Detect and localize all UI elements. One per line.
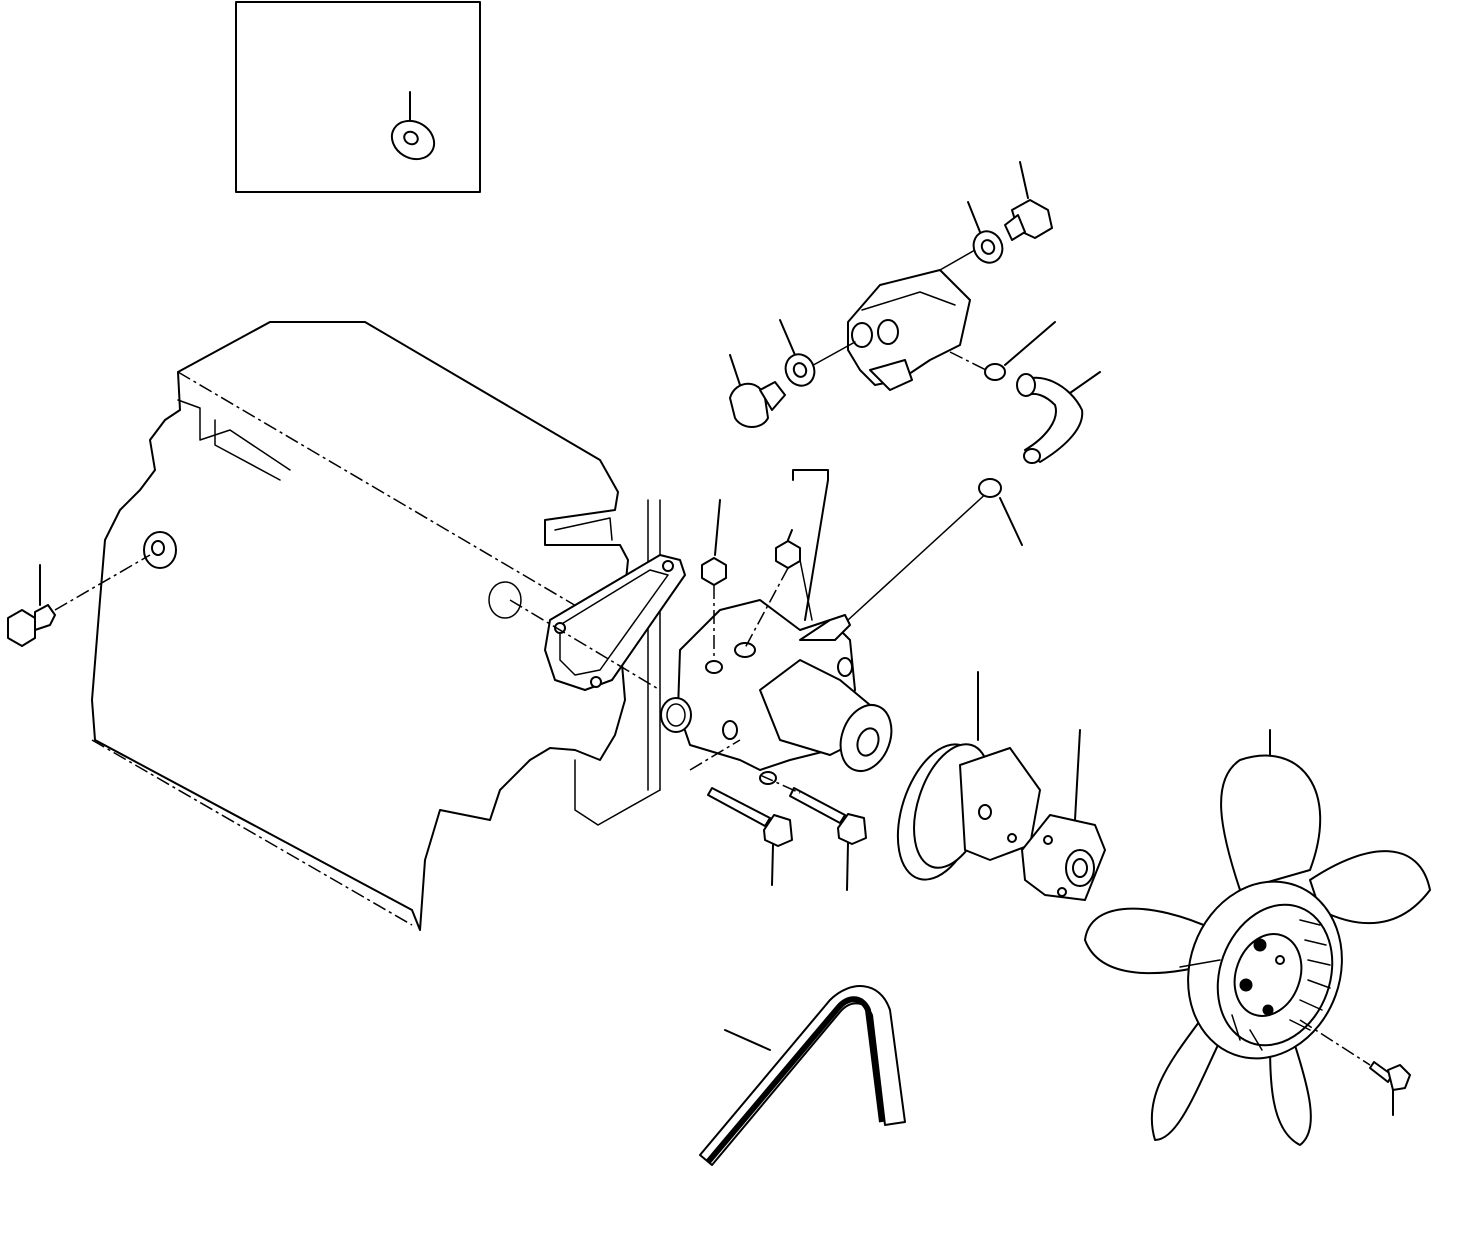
inset-washer xyxy=(390,91,436,161)
water-pump-gasket xyxy=(509,554,686,691)
inset-box xyxy=(235,1,481,193)
pump-bolt-2 xyxy=(759,774,867,891)
drain-plug xyxy=(7,554,151,647)
housing-washer-left xyxy=(779,319,816,387)
fan-belt xyxy=(699,985,906,1166)
nut-1 xyxy=(701,499,727,660)
hose-clamp-upper xyxy=(984,321,1056,381)
fan-bolt xyxy=(1299,1019,1411,1116)
thermostat-housing xyxy=(807,249,991,391)
housing-washer-right xyxy=(967,201,1004,264)
bypass-hose xyxy=(1016,371,1101,464)
housing-plug-right xyxy=(1004,161,1053,241)
nut-2 xyxy=(744,529,801,649)
pump-bolt-1 xyxy=(689,739,793,886)
housing-plug-left xyxy=(729,354,786,428)
fan-pulley xyxy=(896,671,1041,881)
cooling-fan xyxy=(1084,729,1431,1146)
cylinder-block xyxy=(91,321,661,931)
water-pump xyxy=(660,469,991,785)
fan-spacer xyxy=(1021,729,1106,901)
hose-clamp-lower xyxy=(978,478,1023,546)
